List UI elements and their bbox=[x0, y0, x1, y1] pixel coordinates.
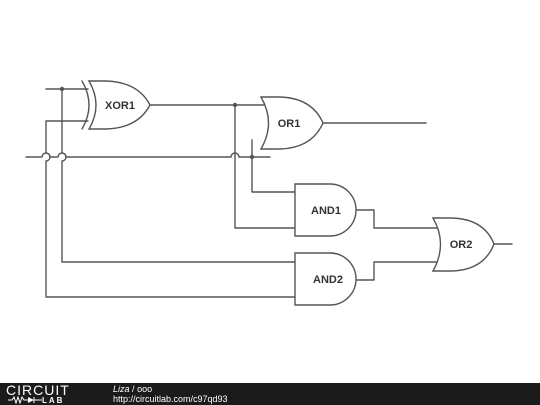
and1-label: AND1 bbox=[311, 205, 341, 217]
logo-text-lab: LAB bbox=[42, 396, 65, 405]
and2-label: AND2 bbox=[313, 274, 343, 286]
or2-label: OR2 bbox=[450, 239, 473, 251]
junction-dot bbox=[232, 102, 238, 108]
wire-input-c bbox=[25, 152, 271, 158]
resistor-diode-icon bbox=[8, 396, 42, 404]
or1-label: OR1 bbox=[278, 118, 301, 130]
xor1-input-arc bbox=[81, 80, 90, 130]
author-name[interactable]: Liza bbox=[113, 384, 130, 394]
wire-and1-out bbox=[356, 209, 438, 229]
footer-info: Liza / ooo http://circuitlab.com/c97qd93 bbox=[113, 384, 228, 404]
wire-and2-out bbox=[356, 261, 438, 281]
author-line: Liza / ooo bbox=[113, 384, 228, 394]
wires bbox=[25, 88, 513, 298]
gate-and2[interactable]: AND2 bbox=[294, 252, 357, 306]
gate-and1[interactable]: AND1 bbox=[294, 183, 357, 237]
or2-body bbox=[431, 217, 495, 272]
and2-body bbox=[294, 252, 357, 306]
and1-body bbox=[294, 183, 357, 237]
junction-dot bbox=[249, 154, 255, 160]
xor1-body bbox=[87, 80, 151, 130]
gate-or1[interactable]: OR1 bbox=[259, 96, 324, 150]
wire-xor1-to-and1 bbox=[234, 104, 298, 229]
circuit-title[interactable]: ooo bbox=[137, 384, 153, 394]
wire-input-b bbox=[45, 120, 298, 298]
junction-dot bbox=[59, 86, 65, 92]
author-separator: / bbox=[132, 384, 135, 394]
circuit-diagram: XOR1 OR1 AND1 AND2 OR2 bbox=[25, 80, 513, 306]
gate-xor1[interactable]: XOR1 bbox=[81, 80, 151, 130]
circuit-url-link[interactable]: http://circuitlab.com/c97qd93 bbox=[113, 394, 228, 404]
circuitlab-logo[interactable]: CIRCUIT LAB bbox=[6, 383, 96, 405]
xor1-label: XOR1 bbox=[105, 100, 135, 112]
or1-body bbox=[259, 96, 324, 150]
logo-text-circuit: CIRCUIT bbox=[6, 382, 70, 398]
footer-bar: CIRCUIT LAB Liza / ooo http://circuitlab… bbox=[0, 383, 540, 405]
gate-or2[interactable]: OR2 bbox=[431, 217, 495, 272]
